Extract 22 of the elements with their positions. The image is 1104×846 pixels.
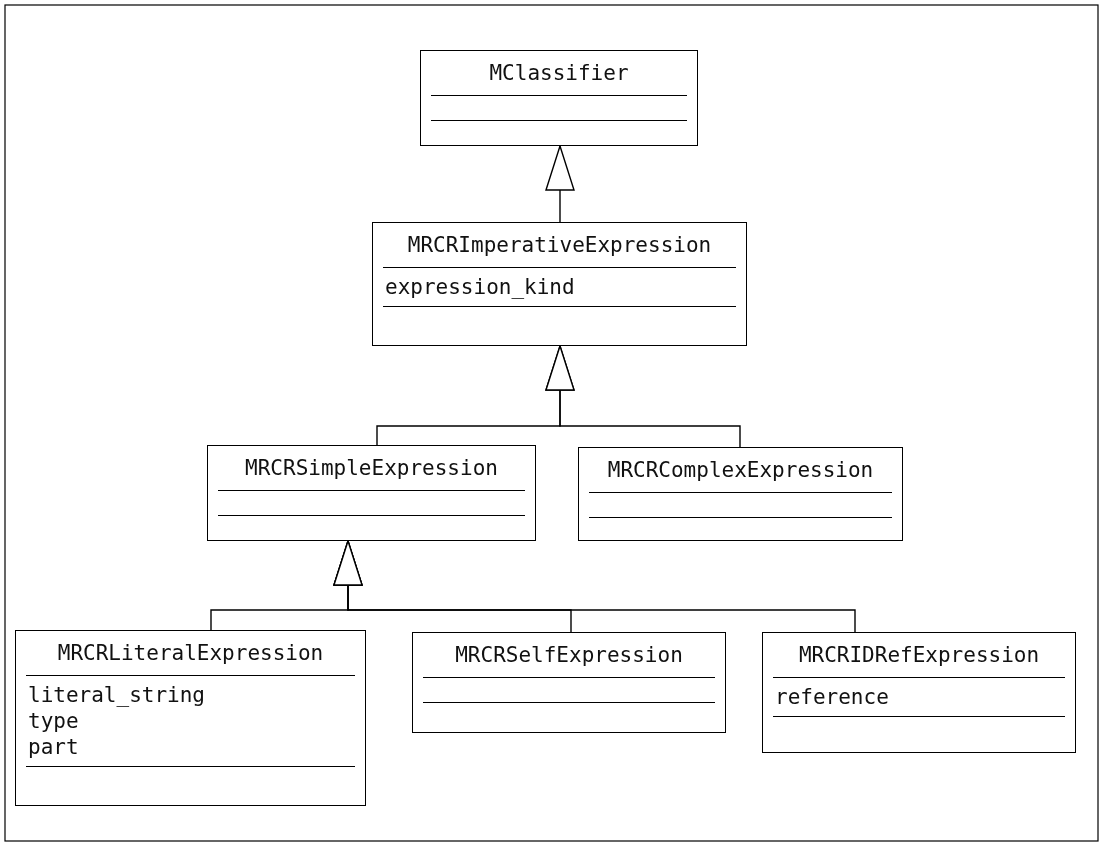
- class-name: MRCRComplexExpression: [606, 457, 875, 484]
- attribute-name: type: [28, 708, 80, 734]
- generalization-arrow: [545, 345, 741, 448]
- class-box: [372, 222, 747, 346]
- class-box: [15, 630, 366, 806]
- attribute-name: expression_kind: [385, 274, 576, 300]
- class-name: MRCRImperativeExpression: [406, 232, 713, 259]
- class-box: [412, 632, 726, 733]
- class-name: MRCRSimpleExpression: [244, 455, 499, 482]
- class-name: MClassifier: [488, 60, 630, 87]
- class-box: [420, 50, 698, 146]
- class-name: MRCRSelfExpression: [454, 642, 684, 669]
- generalization-arrow: [333, 540, 856, 633]
- attribute-name: literal_string: [28, 682, 206, 708]
- attribute-name: reference: [775, 684, 890, 710]
- class-name: MRCRIDRefExpression: [797, 642, 1041, 669]
- attribute-name: part: [28, 734, 80, 760]
- class-box: [207, 445, 536, 541]
- class-name: MRCRLiteralExpression: [56, 640, 325, 667]
- class-box: [762, 632, 1076, 753]
- class-box: [578, 447, 903, 541]
- generalization-arrow: [545, 145, 575, 223]
